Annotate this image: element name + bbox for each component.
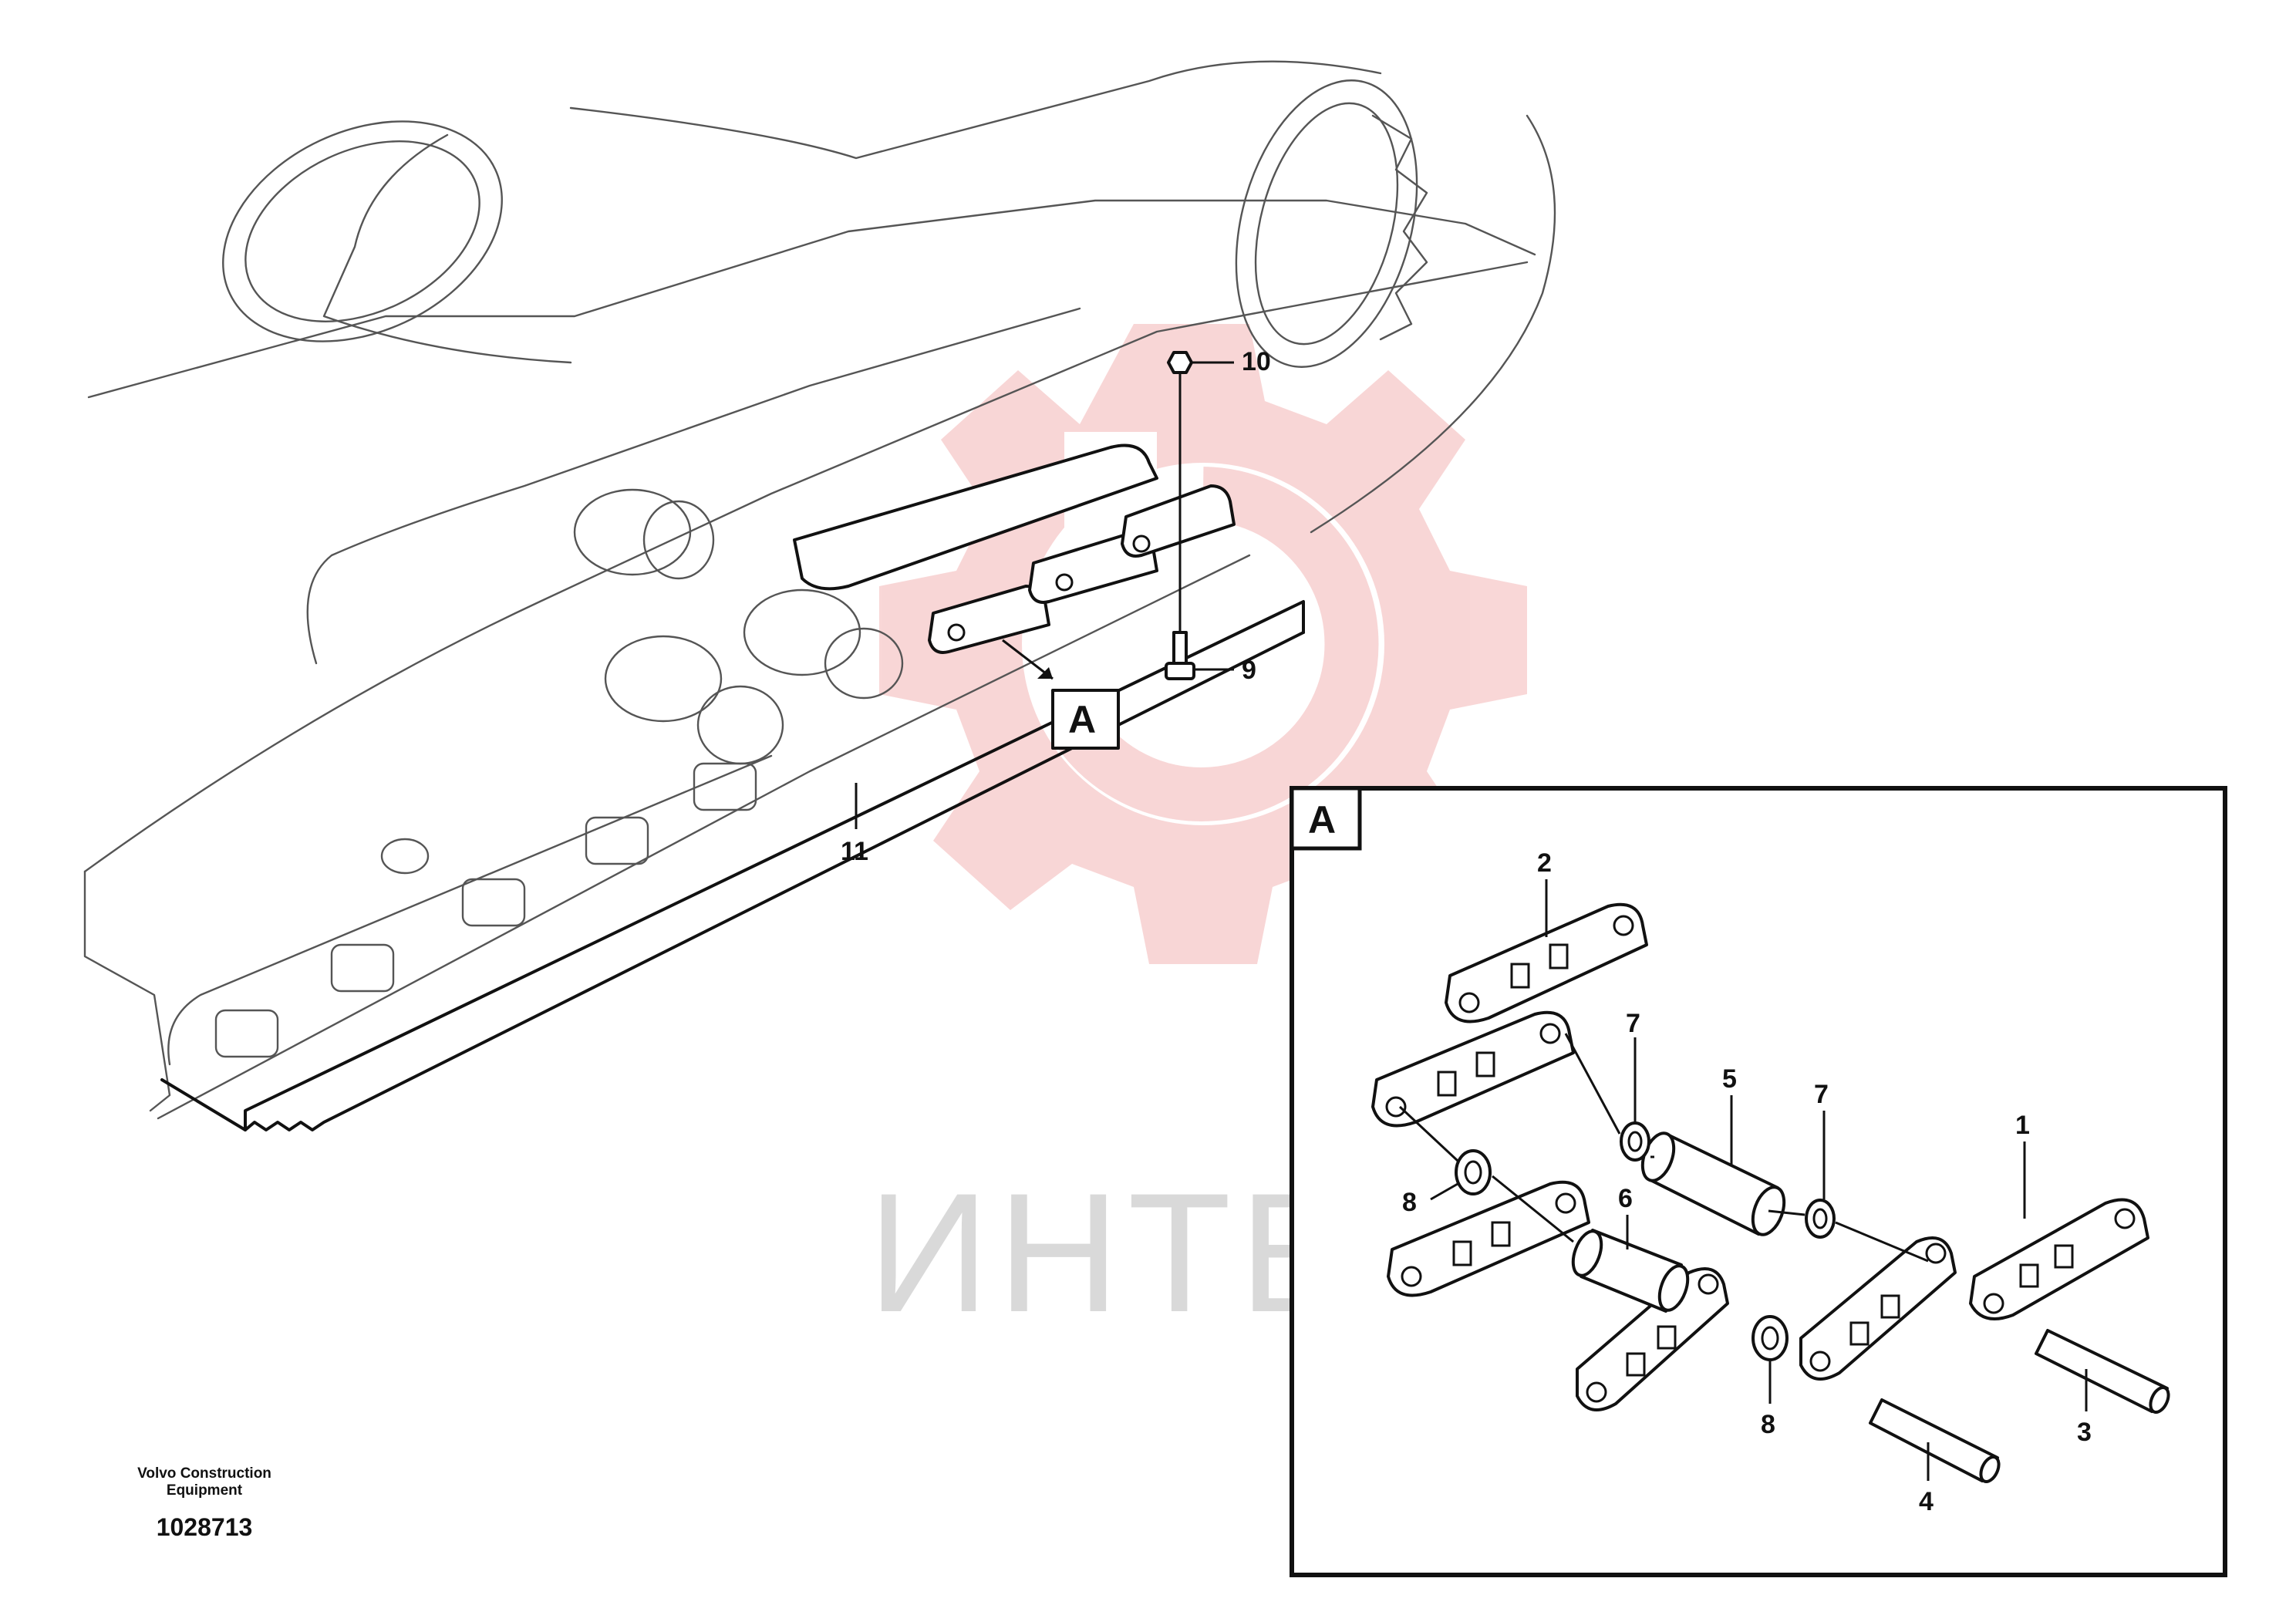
title-block: Volvo Construction Equipment 1028713 (100, 1465, 308, 1542)
detail-label-a: A (1068, 698, 1096, 741)
detail-inset-a: A (1290, 786, 2227, 1577)
drawing-number: 1028713 (156, 1513, 253, 1541)
pin-4 (1869, 1398, 2001, 1483)
track-link-left-lower (1387, 1180, 1590, 1297)
bolt-assembly (1165, 351, 1195, 680)
brand-line-1: Volvo Construction (137, 1465, 271, 1482)
bushing-6 (1571, 1229, 1690, 1313)
track-link-bottom-right (1799, 1236, 1957, 1381)
callout-11: 11 (841, 837, 868, 866)
track-chain-main (793, 443, 1236, 654)
callout-6: 6 (1618, 1184, 1633, 1213)
track-link-left-upper (1371, 1010, 1575, 1128)
inset-label-a: A (1308, 798, 1336, 841)
track-link-2 (1445, 902, 1648, 1023)
undercarriage-outline (83, 60, 1556, 1120)
callout-3: 3 (2077, 1418, 2092, 1447)
bushing-5 (1640, 1131, 1786, 1236)
callout-8-upper: 8 (1402, 1188, 1417, 1217)
callout-8-lower: 8 (1761, 1410, 1775, 1439)
callout-1: 1 (2015, 1111, 2030, 1140)
track-link-1 (1969, 1198, 2149, 1320)
brand-line-2: Equipment (166, 1482, 243, 1499)
callout-7-lower: 7 (1814, 1080, 1829, 1109)
callout-7-upper: 7 (1626, 1009, 1640, 1038)
callout-2: 2 (1537, 848, 1552, 878)
callout-5: 5 (1722, 1064, 1737, 1094)
main-callouts: 10 9 11 A (841, 347, 1271, 866)
callout-10: 10 (1242, 347, 1271, 376)
callout-9: 9 (1242, 656, 1256, 685)
pin-3 (2035, 1329, 2170, 1414)
callout-4: 4 (1919, 1487, 1934, 1516)
track-link-bottom-middle (1576, 1267, 1729, 1411)
